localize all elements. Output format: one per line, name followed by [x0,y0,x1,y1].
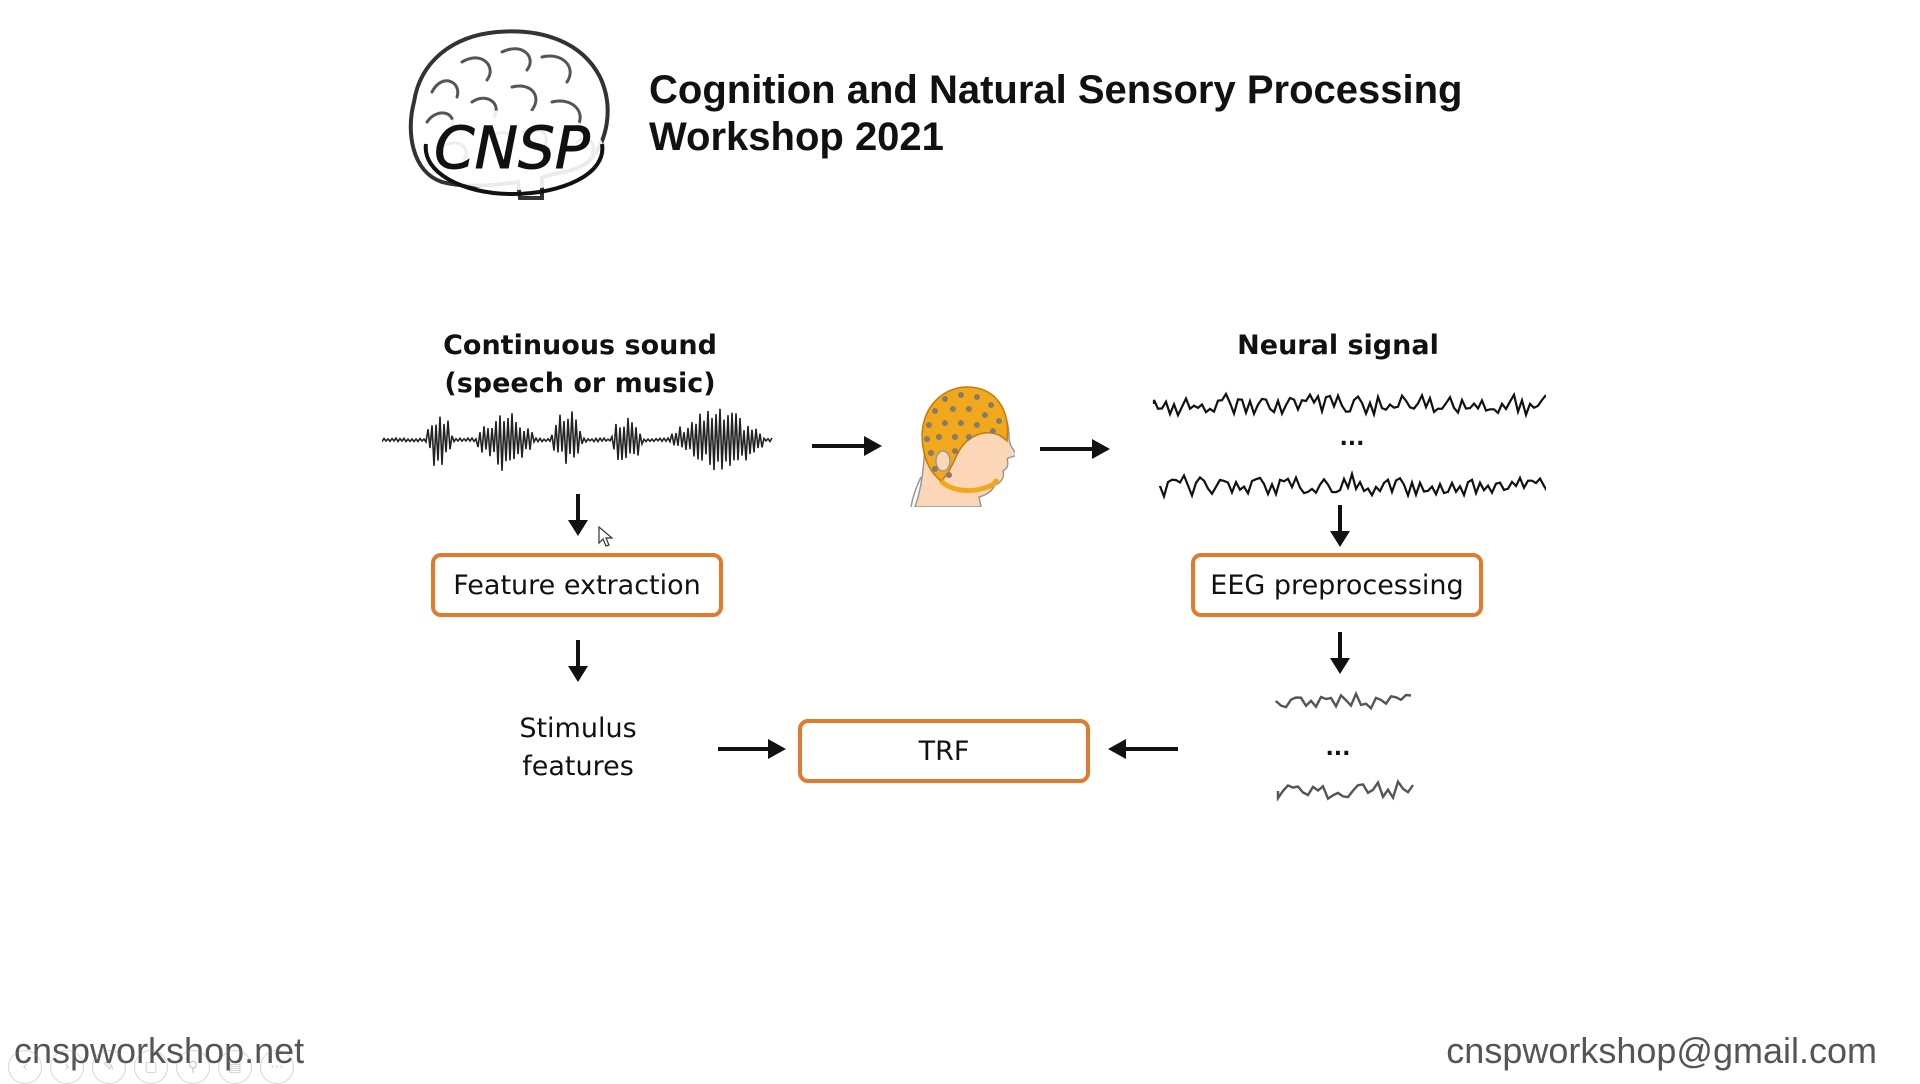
more-icon[interactable]: ⋯ [260,1050,294,1084]
trf-box: TRF [798,719,1090,783]
neural-ellipsis: ... [1339,426,1365,451]
neural-signal-traces [1152,391,1546,500]
presentation-player-controls: ‹ › ✎ ▢ ⚲ ▤ ⋯ [8,1050,294,1084]
feature-extraction-box: Feature extraction [431,553,723,617]
slides-icon[interactable]: ▢ [134,1050,168,1084]
arrow-right-icon [812,436,882,456]
continuous-sound-label: Continuous sound (speech or music) [443,330,717,399]
arrow-down-icon [1330,632,1350,674]
contact-email[interactable]: cnspworkshop@gmail.com [1446,1030,1877,1071]
stimulus-features-label: Stimulus features [519,713,637,782]
next-icon[interactable]: › [50,1050,84,1084]
svg-text:CNSP: CNSP [434,114,590,182]
arrow-down-icon [568,640,588,682]
arrow-left-icon [1108,739,1178,759]
arrow-down-icon [1330,505,1350,547]
prev-icon[interactable]: ‹ [8,1050,42,1084]
arrow-right-icon [718,739,786,759]
neural-signal-label: Neural signal [1237,330,1439,361]
processed-ellipsis: ... [1325,736,1351,761]
pen-icon[interactable]: ✎ [92,1050,126,1084]
cnsp-brain-logo: CNSP [408,29,610,200]
arrow-right-icon [1040,439,1110,459]
sound-waveform [382,408,773,471]
eeg-cap-head-icon [910,386,1015,507]
arrow-down-icon [568,494,588,536]
subtitles-icon[interactable]: ▤ [218,1050,252,1084]
zoom-icon[interactable]: ⚲ [176,1050,210,1084]
mouse-cursor-icon [598,526,614,547]
processed-eeg-traces [1274,690,1414,802]
eeg-preprocessing-box: EEG preprocessing [1191,553,1483,617]
slide-title: Cognition and Natural Sensory Processing [649,68,1463,112]
slide-subtitle: Workshop 2021 [649,115,944,159]
